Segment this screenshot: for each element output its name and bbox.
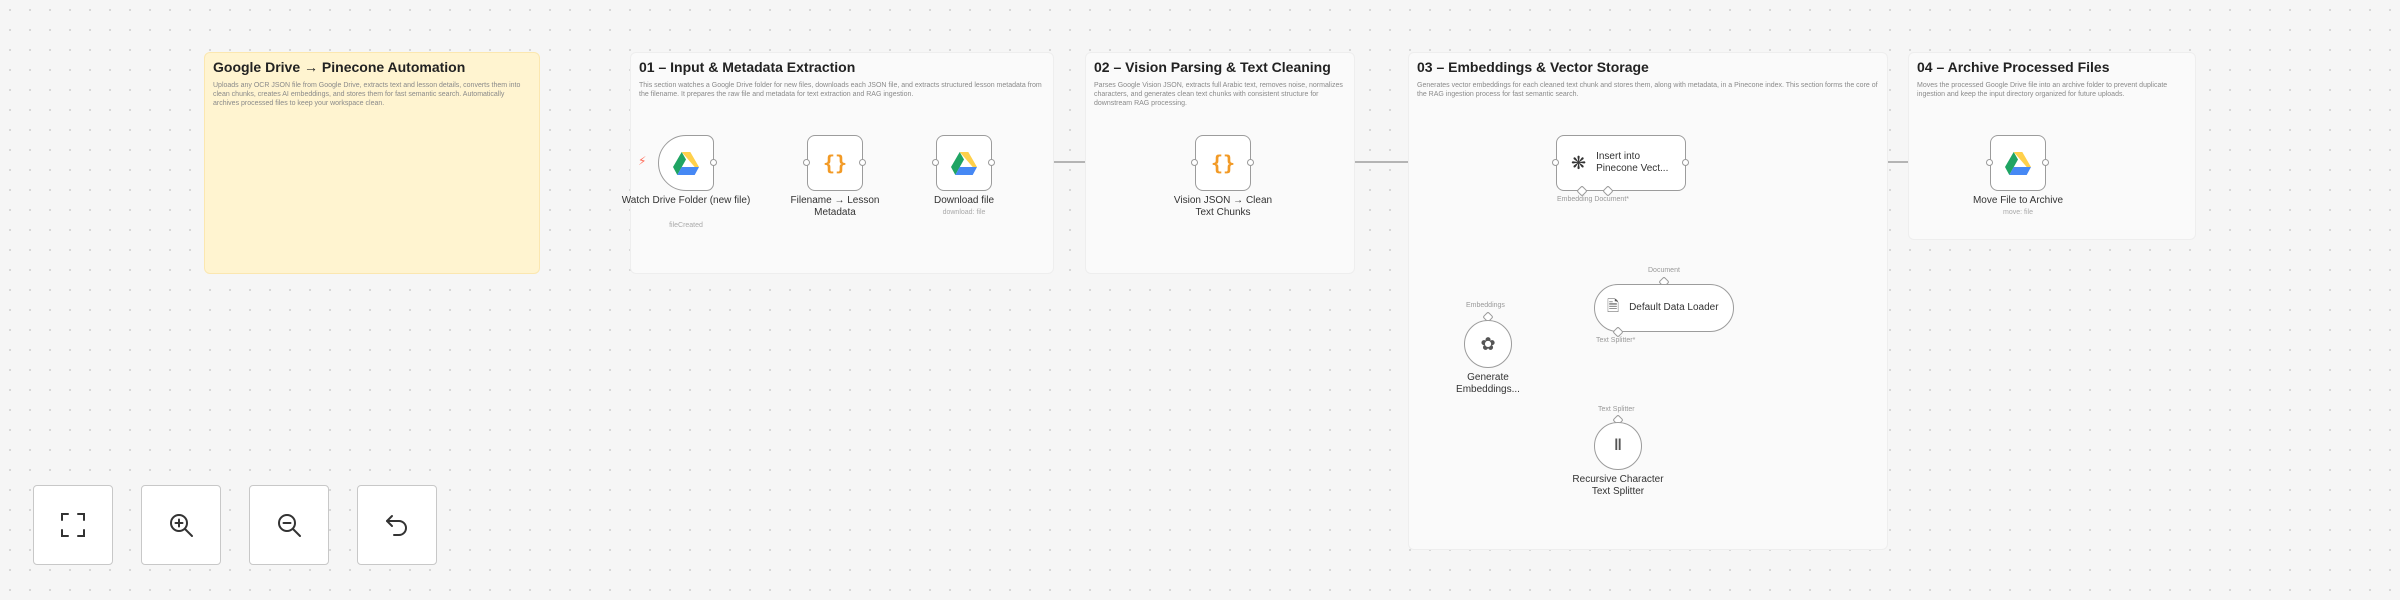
embeddings-port-label: Embeddings bbox=[1466, 302, 1505, 309]
sticky-overview[interactable]: Google Drive → Pinecone Automation Uploa… bbox=[204, 52, 540, 274]
google-drive-icon bbox=[673, 151, 699, 175]
sticky-overview-body: Uploads any OCR JSON file from Google Dr… bbox=[213, 82, 521, 107]
node-pinecone-insert-label: Insert into Pinecone Vect... bbox=[1596, 151, 1669, 174]
google-drive-icon bbox=[2005, 151, 2031, 175]
node-filename-metadata-label: Filename → Lesson Metadata bbox=[790, 195, 880, 218]
sticky-archive-body: Moves the processed Google Drive file in… bbox=[1917, 82, 2168, 98]
node-text-splitter-label: Recursive Character Text Splitter bbox=[1572, 474, 1664, 497]
node-watch-drive-folder-sub: fileCreated bbox=[669, 222, 703, 229]
sticky-embeddings-storage-body: Generates vector embeddings for each cle… bbox=[1417, 82, 1878, 98]
openai-icon: ✿ bbox=[1480, 333, 1496, 354]
node-watch-drive-folder[interactable] bbox=[658, 135, 714, 191]
node-move-to-archive-sub: move: file bbox=[2003, 209, 2033, 216]
pinecone-sub-ports-label: Embedding Document* bbox=[1557, 196, 1629, 203]
node-generate-embeddings[interactable]: ✿ bbox=[1464, 320, 1512, 368]
node-default-data-loader-label: Default Data Loader bbox=[1629, 302, 1719, 313]
output-port[interactable] bbox=[1247, 159, 1254, 166]
node-move-to-archive-label: Move File to Archive bbox=[1972, 195, 2064, 206]
zoom-in-button[interactable] bbox=[141, 485, 221, 565]
sticky-archive-title: 04 – Archive Processed Files bbox=[1917, 59, 2110, 75]
input-port[interactable] bbox=[932, 159, 939, 166]
node-generate-embeddings-label: Generate Embeddings... bbox=[1456, 372, 1520, 395]
document-port-label: Document bbox=[1648, 267, 1680, 274]
node-move-to-archive[interactable] bbox=[1990, 135, 2046, 191]
node-watch-drive-folder-label: Watch Drive Folder (new file) bbox=[621, 195, 751, 206]
google-drive-icon bbox=[951, 151, 977, 175]
node-text-splitter[interactable]: ‖ bbox=[1594, 422, 1642, 470]
text-splitter-in-label: Text Splitter bbox=[1598, 406, 1635, 413]
node-filename-metadata[interactable]: {} bbox=[807, 135, 863, 191]
input-port[interactable] bbox=[1552, 159, 1559, 166]
text-splitter-out-label: Text Splitter* bbox=[1596, 337, 1636, 344]
sticky-archive[interactable]: 04 – Archive Processed Files Moves the p… bbox=[1908, 52, 2196, 240]
input-port[interactable] bbox=[803, 159, 810, 166]
input-port[interactable] bbox=[1191, 159, 1198, 166]
node-pinecone-insert[interactable]: ❋ Insert into Pinecone Vect... bbox=[1556, 135, 1686, 191]
reset-zoom-icon bbox=[386, 515, 407, 536]
fit-view-button[interactable] bbox=[33, 485, 113, 565]
node-download-file-label: Download file bbox=[933, 195, 995, 206]
node-default-data-loader[interactable]: 🗎 Default Data Loader bbox=[1594, 284, 1734, 332]
node-download-file-sub: download: file bbox=[942, 209, 986, 216]
zoom-out-icon bbox=[278, 514, 301, 537]
output-port[interactable] bbox=[988, 159, 995, 166]
zoom-in-icon bbox=[170, 514, 193, 537]
input-port[interactable] bbox=[1986, 159, 1993, 166]
document-icon: 🗎 bbox=[1607, 297, 1620, 315]
output-port[interactable] bbox=[1682, 159, 1689, 166]
node-download-file[interactable] bbox=[936, 135, 992, 191]
sticky-embeddings-storage-title: 03 – Embeddings & Vector Storage bbox=[1417, 59, 1649, 75]
trigger-bolt-icon: ⚡ bbox=[638, 154, 647, 168]
node-vision-clean-text-label: Vision JSON → Clean Text Chunks bbox=[1173, 195, 1273, 218]
sticky-vision-parsing-body: Parses Google Vision JSON, extracts full… bbox=[1094, 82, 1343, 107]
zoom-out-button[interactable] bbox=[249, 485, 329, 565]
node-vision-clean-text[interactable]: {} bbox=[1195, 135, 1251, 191]
reset-zoom-button[interactable] bbox=[357, 485, 437, 565]
fit-view-icon bbox=[61, 513, 85, 537]
sticky-input-metadata-title: 01 – Input & Metadata Extraction bbox=[639, 59, 856, 75]
sticky-overview-title: Google Drive → Pinecone Automation bbox=[213, 59, 466, 75]
output-port[interactable] bbox=[859, 159, 866, 166]
sticky-vision-parsing-title: 02 – Vision Parsing & Text Cleaning bbox=[1094, 59, 1331, 75]
code-braces-icon: {} bbox=[822, 151, 848, 175]
output-port[interactable] bbox=[2042, 159, 2049, 166]
sticky-input-metadata-body: This section watches a Google Drive fold… bbox=[639, 82, 1042, 98]
pinecone-icon: ❋ bbox=[1571, 152, 1587, 173]
code-braces-icon: {} bbox=[1210, 151, 1236, 175]
text-splitter-icon: ‖ bbox=[1614, 437, 1622, 454]
output-port[interactable] bbox=[710, 159, 717, 166]
